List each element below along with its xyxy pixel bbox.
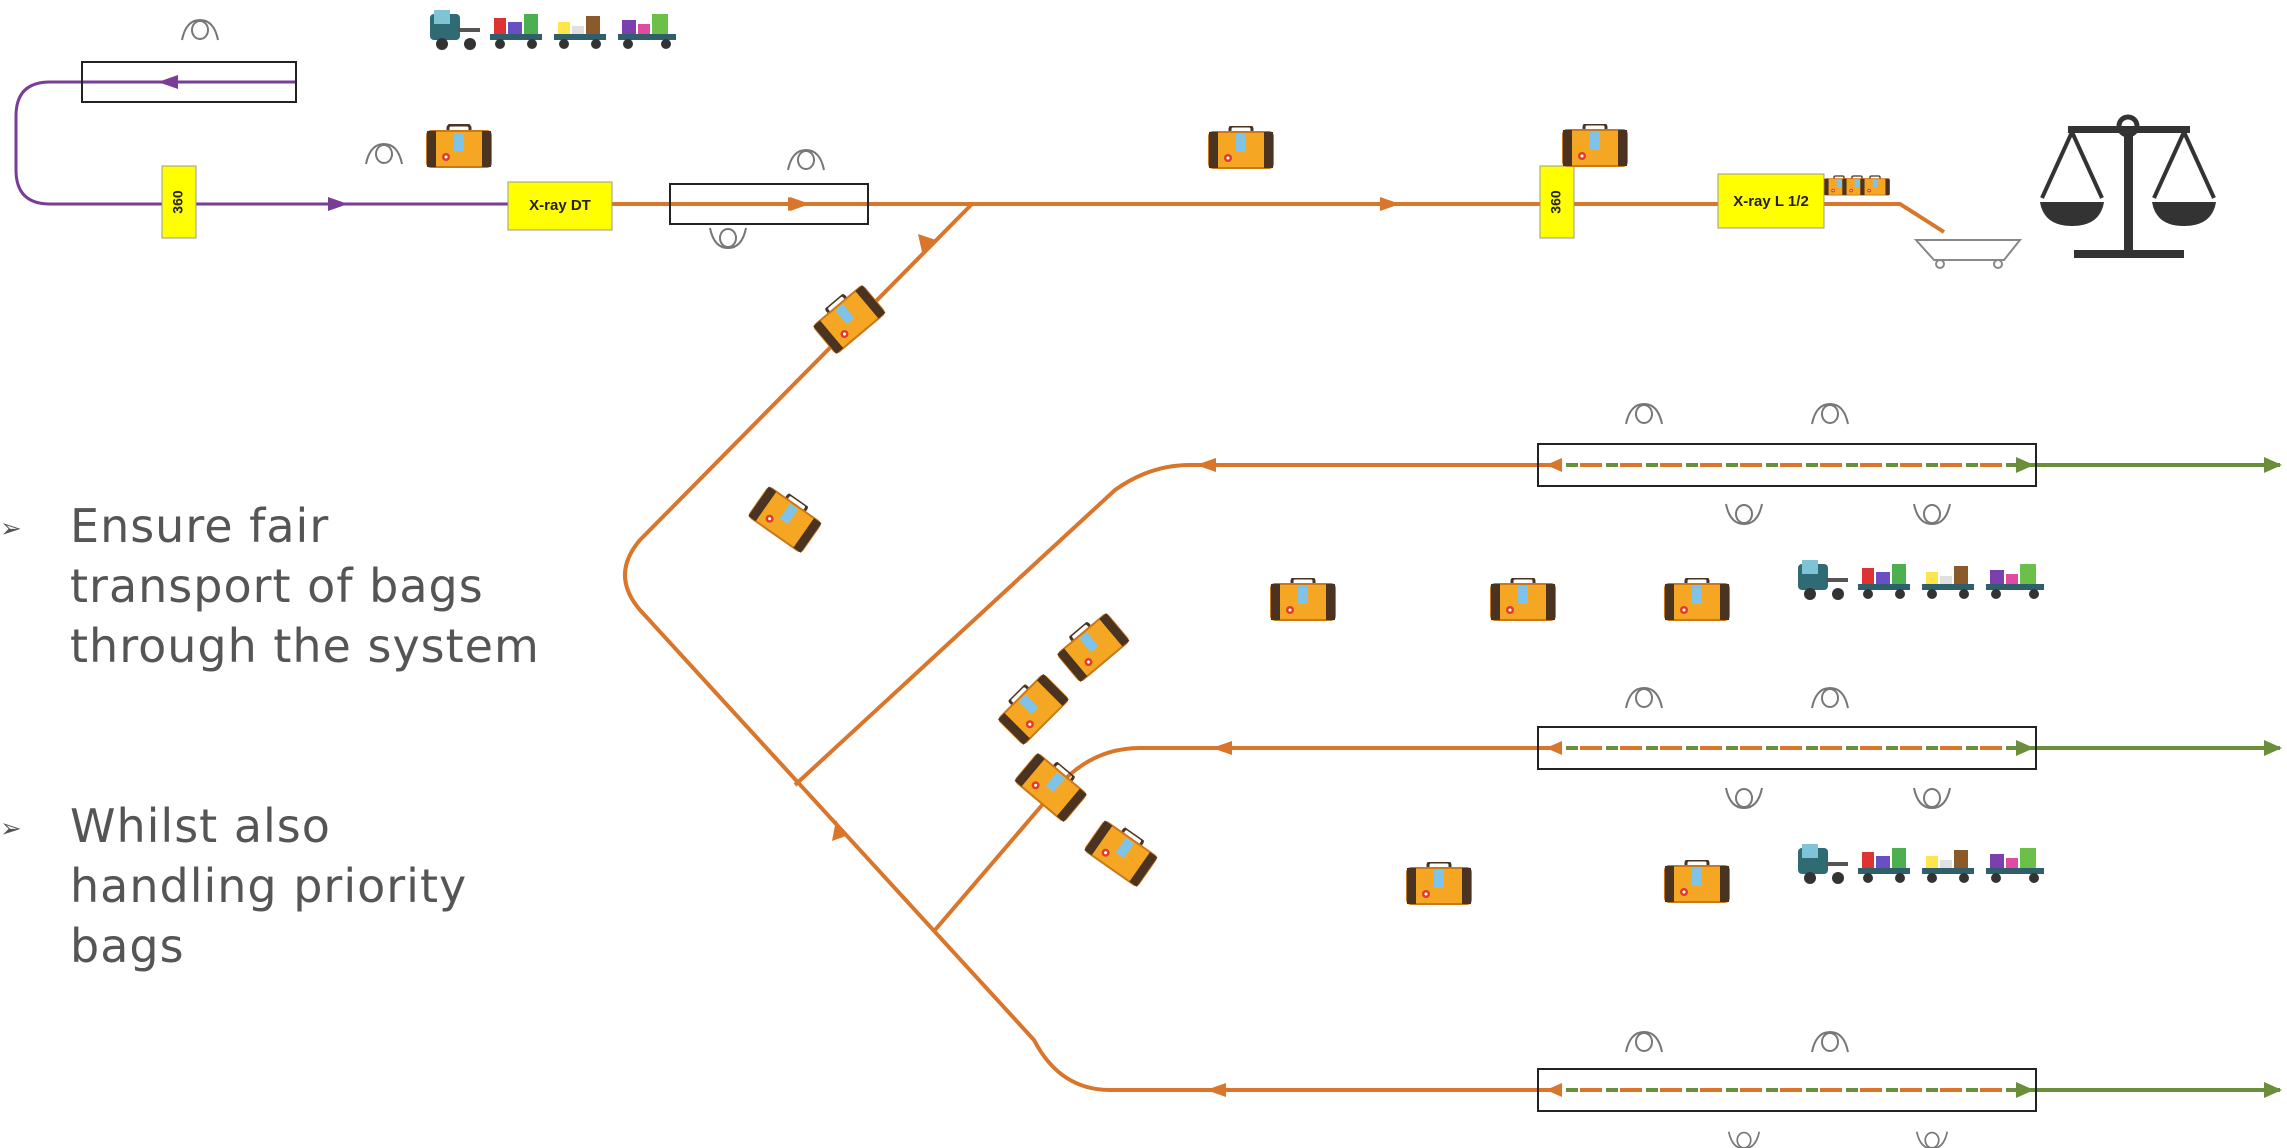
operator-icon: [1625, 403, 1663, 425]
operator-icon: [1811, 687, 1849, 709]
purple-belt-arrow: [328, 197, 348, 211]
xray-l12-label: X-ray L 1/2: [1733, 193, 1809, 210]
xray-l12: X-ray L 1/2: [1717, 173, 1825, 229]
station-box: [1537, 443, 2037, 487]
suitcase-stack: [1824, 174, 1890, 197]
orange-belt-main: [520, 202, 1946, 1092]
manual-check-arrow: [788, 197, 808, 211]
suitcase-icon: [1406, 862, 1472, 906]
operator-icon: [787, 149, 825, 171]
operator-icon: [709, 227, 747, 249]
purple-belt: [14, 80, 520, 206]
operator-icon: [1625, 1031, 1663, 1053]
station-box: [1537, 726, 2037, 770]
suitcase-rotated: [808, 279, 887, 356]
baggage-train-icon: [1798, 560, 2044, 600]
scanner-360-right: 360: [1539, 165, 1575, 239]
suitcase-icon: [1490, 578, 1556, 622]
station-belts: [1540, 463, 2280, 1092]
station-box: [1537, 1068, 2037, 1112]
suitcase-rotated: [1082, 815, 1162, 889]
suitcase-icon: [1664, 860, 1730, 904]
suitcase-rotated: [993, 669, 1071, 747]
baggage-cart-icon: [1913, 239, 2023, 269]
operator-icon: [1625, 687, 1663, 709]
suitcase-icon: [426, 124, 492, 169]
baggage-train-icon: [1798, 844, 2044, 884]
manual-check-box: [669, 183, 869, 225]
suitcase-icon: [1562, 124, 1628, 168]
operator-icon: [365, 143, 403, 165]
xray-dt: X-ray DT: [507, 181, 613, 231]
bullet-marker: ➢: [0, 514, 22, 544]
operator-icon: [181, 19, 219, 41]
scanner-360-left: 360: [161, 165, 197, 239]
suitcase-rotated: [1052, 607, 1131, 684]
balance-scale-icon: [2040, 114, 2216, 258]
bullet-text: Ensure fair transport of bags through th…: [70, 499, 540, 673]
scanner-360-left-label: 360: [170, 190, 186, 214]
suitcase-icon: [1270, 578, 1336, 622]
suitcase-icon: [1664, 578, 1730, 622]
operator-icon: [1811, 1031, 1849, 1053]
suitcase-rotated: [1013, 747, 1092, 824]
station-orange-arrows: [1546, 458, 1562, 1097]
operator-icon: [1811, 403, 1849, 425]
xray-dt-label: X-ray DT: [529, 197, 591, 214]
baggage-train-icon: [430, 10, 676, 50]
bullet-text: Whilst also handling priority bags: [70, 799, 468, 973]
suitcase-icon: [1208, 126, 1274, 170]
bullet-marker: ➢: [0, 814, 22, 844]
suitcase-rotated: [746, 481, 826, 555]
purple-buffer-box: [81, 61, 297, 103]
purple-belt-arrow: [158, 75, 178, 89]
green-arrows: [2016, 457, 2282, 1098]
scanner-360-right-label: 360: [1548, 190, 1564, 214]
